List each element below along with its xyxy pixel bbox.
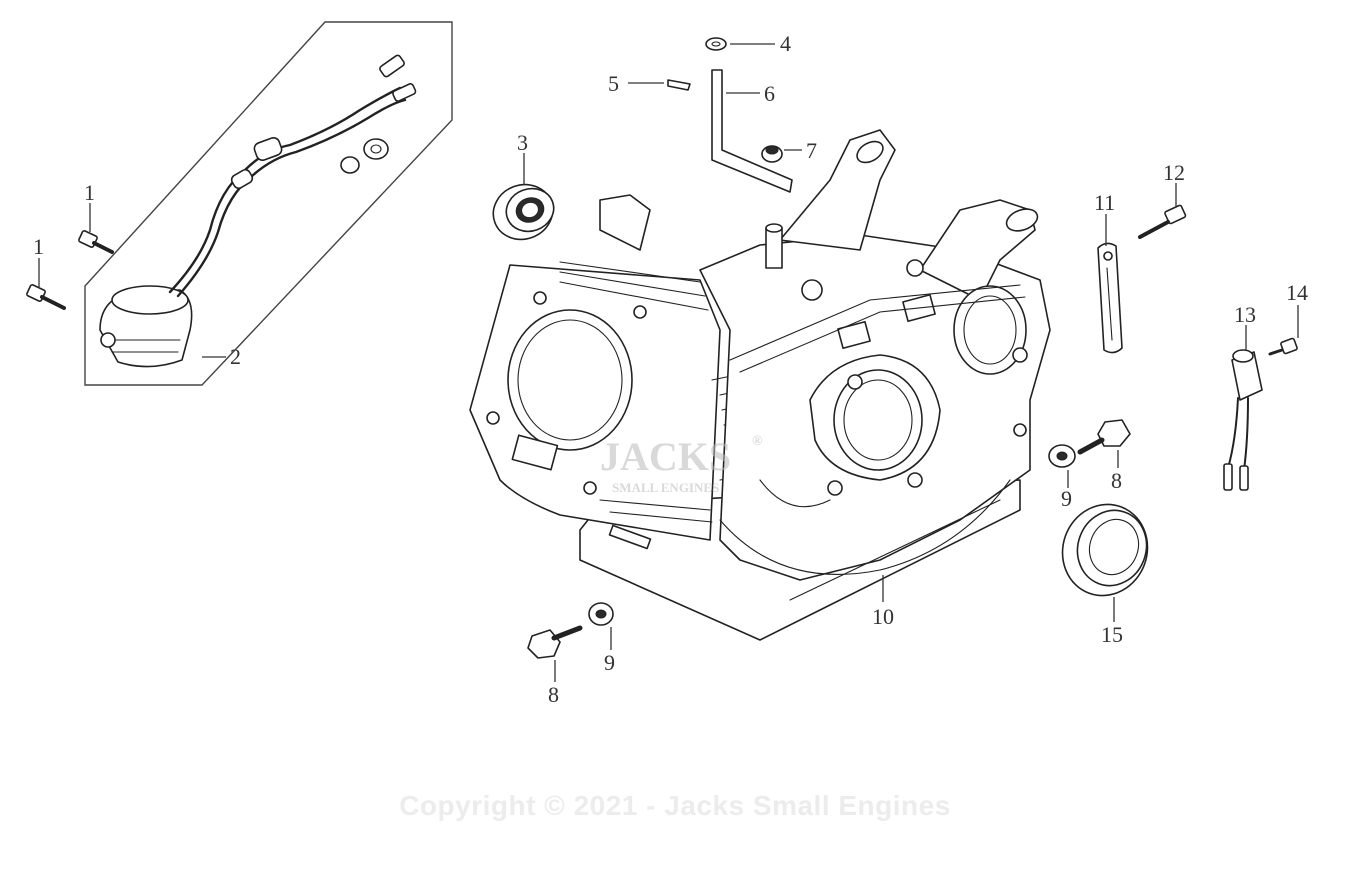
svg-text:SMALL ENGINES: SMALL ENGINES — [612, 480, 719, 495]
jacks-watermark: JACKS ® SMALL ENGINES — [600, 434, 763, 495]
label-1b: 1 — [33, 234, 44, 259]
oil-seal — [1061, 503, 1149, 597]
label-14: 14 — [1286, 280, 1308, 305]
washer-9-right — [1048, 444, 1076, 468]
crankcase — [469, 129, 1051, 641]
label-10: 10 — [872, 604, 894, 629]
svg-text:JACKS: JACKS — [600, 434, 731, 479]
copyright-notice: Copyright © 2021 - Jacks Small Engines — [399, 790, 951, 821]
bolt-1-lower — [26, 284, 66, 310]
label-11: 11 — [1094, 190, 1115, 215]
label-8a: 8 — [1111, 468, 1122, 493]
label-15: 15 — [1101, 622, 1123, 647]
bolt-8-right — [1077, 419, 1131, 455]
bolt-12 — [1138, 204, 1187, 239]
label-4: 4 — [780, 31, 791, 56]
bolt-8-left — [527, 625, 583, 659]
bolt-1-upper — [78, 230, 114, 254]
label-13: 13 — [1234, 302, 1256, 327]
label-6: 6 — [764, 81, 775, 106]
label-5: 5 — [608, 71, 619, 96]
ignition-coil-assembly — [84, 21, 453, 386]
label-3: 3 — [517, 130, 528, 155]
leader-lines — [38, 43, 1299, 682]
label-2: 2 — [230, 344, 241, 369]
label-8b: 8 — [548, 682, 559, 707]
governor-parts — [667, 37, 793, 193]
bearing — [492, 183, 555, 241]
oil-sensor — [1223, 337, 1298, 491]
label-9b: 9 — [604, 650, 615, 675]
dipstick-plate — [1097, 242, 1123, 354]
label-9a: 9 — [1061, 486, 1072, 511]
callout-labels: 1 1 2 3 4 5 6 7 8 8 9 9 10 11 12 13 14 1… — [33, 31, 1308, 707]
washer-9-left — [588, 602, 614, 626]
label-12: 12 — [1163, 160, 1185, 185]
label-1a: 1 — [84, 180, 95, 205]
svg-text:®: ® — [752, 434, 763, 449]
label-7: 7 — [806, 138, 817, 163]
